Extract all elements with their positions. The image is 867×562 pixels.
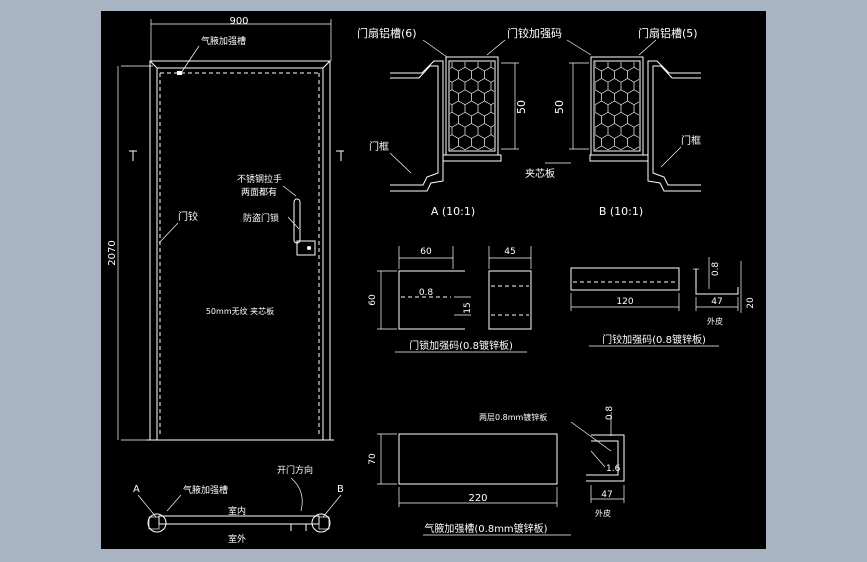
lock-reinf-side [488,270,532,330]
cad-viewport[interactable]: 900 2070 气腋加强槽 不锈钢拉手 两面都有 防盗门锁 [101,11,766,549]
outdoor-label: 室外 [228,533,246,545]
air-channel-profile [586,434,625,482]
hinge-caption: 门铰加强码(0.8镀锌板) [602,333,706,346]
hinge-outer-label: 外皮 [707,316,723,326]
air-channel-front [398,433,558,485]
plan-label-b: B [337,484,344,495]
hinge-reinf-profile [695,269,739,295]
lock-caption: 门锁加强码(0.8镀锌板) [409,339,513,352]
lock-dim-45: 45 [504,247,515,257]
open-direction-label: 开门方向 [277,464,313,476]
air-dim-08: 0.8 [605,406,615,421]
hinge-reinf-front [570,267,680,291]
hinge-reinforcement-detail: 120 0.8 47 20 外皮 门铰加强码(0.8镀锌板) [570,257,756,347]
core-label: 50mm无纹 夹芯板 [206,306,274,316]
lock-reinf-front [398,270,465,330]
section-b: 门扇铝槽(5) 50 门框 夹芯板 B (10:1) [525,26,701,218]
door-height-dim: 2070 [107,240,118,265]
air-dim-70: 70 [368,453,378,465]
section-b-core [593,60,641,152]
hinge-dim-08: 0.8 [711,262,721,277]
caption-b: B (10:1) [599,205,643,218]
lock-dim-60-top: 60 [420,247,432,257]
section-hinge-reinf-label: 门铰加强码 [507,26,562,40]
door-width-dim: 900 [229,16,248,27]
handle-label-1: 不锈钢拉手 [237,173,282,185]
section-a: 门扇铝槽(6) 门铰加强码 50 门框 A (10:1) [357,26,562,218]
cad-drawing: 900 2070 气腋加强槽 不锈钢拉手 两面都有 防盗门锁 [107,16,756,545]
plan-door-leaf [158,515,320,525]
lock-dim-60-side: 60 [368,294,378,306]
section-b-dim: 50 [553,100,566,114]
frame-left-label: 门框 [369,140,389,153]
section-leaf-left-label: 门扇铝槽(6) [357,26,417,40]
hinge-dim-47: 47 [711,297,722,307]
door-air-seal-label: 气腋加强槽 [201,35,246,47]
door-plan-view: A B 气腋加强槽 开门方向 室内 室外 [133,464,344,545]
hinge-dim-20: 20 [746,297,756,309]
frame-right-label: 门框 [681,134,701,147]
air-layers-label: 两层0.8mm镀锌板 [479,412,547,422]
door-frame-outline [149,60,331,440]
air-channel-detail: 70 220 两层0.8mm镀锌板 0.8 1.6 47 外皮 气腋加强槽(0.… [368,406,625,536]
section-a-core [448,60,496,152]
section-a-dim: 50 [515,100,528,114]
handle-label-2: 两面都有 [241,186,277,198]
lock-dim-15: 15 [463,302,473,313]
plan-air-seal-label: 气腋加强槽 [183,484,228,496]
lock-dim-08: 0.8 [419,288,434,298]
section-leaf-right-label: 门扇铝槽(5) [638,26,698,40]
air-dim-220: 220 [468,493,487,504]
air-outer-label: 外皮 [595,508,611,518]
lock-reinforcement-detail: 60 0.8 60 15 45 门锁加强码(0.8镀锌板) [368,246,532,353]
air-dim-16: 1.6 [606,464,621,474]
hinge-dim-120: 120 [616,297,633,307]
caption-a: A (10:1) [431,205,475,218]
hinge-label: 门铰 [178,210,198,223]
lock-plate [296,240,316,256]
lock-label: 防盗门锁 [243,212,279,224]
air-caption: 气腋加强槽(0.8mm镀锌板) [424,522,547,535]
core-section-label: 夹芯板 [525,167,555,180]
plan-label-a: A [133,484,140,495]
door-elevation: 900 2070 气腋加强槽 不锈钢拉手 两面都有 防盗门锁 [107,16,344,441]
indoor-label: 室内 [228,505,246,517]
handle-shape [293,198,301,244]
air-dim-47: 47 [601,490,612,500]
